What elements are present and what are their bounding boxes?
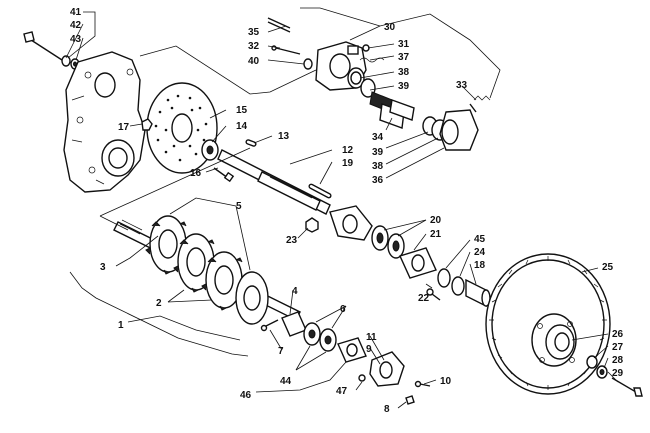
chaincase-housing — [63, 51, 146, 193]
callout-23: 23 — [286, 235, 298, 246]
callout-10: 10 — [440, 376, 452, 387]
nut-17 — [141, 118, 153, 131]
callout-19: 19 — [342, 158, 354, 169]
callout-1: 1 — [118, 320, 124, 331]
callout-38-lower: 38 — [372, 161, 384, 172]
callout-39-upper: 39 — [398, 81, 410, 92]
callout-39-lower: 39 — [372, 147, 384, 158]
callout-3: 3 — [100, 262, 106, 273]
callout-29: 29 — [612, 368, 624, 379]
callout-18: 18 — [474, 260, 486, 271]
callout-21: 21 — [430, 229, 442, 240]
callout-9: 9 — [366, 344, 372, 355]
callout-11: 11 — [366, 332, 377, 343]
callout-37: 37 — [398, 52, 410, 63]
callout-8: 8 — [384, 404, 390, 415]
drive-axle-assembly — [113, 215, 301, 325]
callout-34: 34 — [372, 132, 384, 143]
bearing-flange-assembly — [305, 205, 491, 308]
callout-labels: 41 42 43 15 14 17 16 13 12 19 5 3 2 1 4 … — [70, 7, 624, 415]
driveshaft — [217, 149, 332, 215]
callout-42: 42 — [70, 20, 82, 31]
end-sprocket — [235, 271, 269, 325]
brake-hub — [201, 139, 219, 161]
key-13 — [245, 139, 257, 147]
callout-6: 6 — [340, 304, 346, 315]
callout-45: 45 — [474, 234, 486, 245]
callout-15: 15 — [236, 105, 248, 116]
callout-31: 31 — [398, 39, 410, 50]
callout-27: 27 — [612, 342, 624, 353]
callout-33: 33 — [456, 80, 468, 91]
brake-caliper-assembly — [267, 17, 491, 151]
callout-40: 40 — [248, 56, 260, 67]
callout-32: 32 — [248, 41, 260, 52]
callout-36: 36 — [372, 175, 384, 186]
callout-44: 44 — [280, 376, 292, 387]
leader-lines — [65, 7, 619, 409]
callout-38-upper: 38 — [398, 67, 410, 78]
callout-20: 20 — [430, 215, 442, 226]
brake-disc — [146, 82, 218, 174]
bolt-41-assembly — [23, 31, 80, 70]
callout-13: 13 — [278, 131, 290, 142]
callout-12: 12 — [342, 145, 354, 156]
axle-end-parts — [260, 311, 431, 405]
callout-46: 46 — [240, 390, 252, 401]
callout-28: 28 — [612, 355, 624, 366]
sprocket-2 — [173, 233, 215, 293]
callout-17: 17 — [118, 122, 130, 133]
callout-26: 26 — [612, 329, 624, 340]
callout-4: 4 — [292, 286, 298, 297]
callout-25: 25 — [602, 262, 614, 273]
callout-41: 41 — [70, 7, 82, 18]
callout-43: 43 — [70, 34, 82, 45]
sprocket-1 — [145, 215, 187, 275]
callout-5: 5 — [236, 201, 242, 212]
callout-2: 2 — [156, 298, 162, 309]
callout-24: 24 — [474, 247, 486, 258]
callout-7: 7 — [278, 346, 284, 357]
callout-14: 14 — [236, 121, 248, 132]
callout-16: 16 — [190, 168, 202, 179]
callout-22: 22 — [418, 293, 430, 304]
callout-35: 35 — [248, 27, 260, 38]
callout-30: 30 — [384, 22, 396, 33]
callout-47: 47 — [336, 386, 348, 397]
drive-wheel-drum — [485, 253, 643, 397]
screw-16 — [213, 167, 235, 183]
